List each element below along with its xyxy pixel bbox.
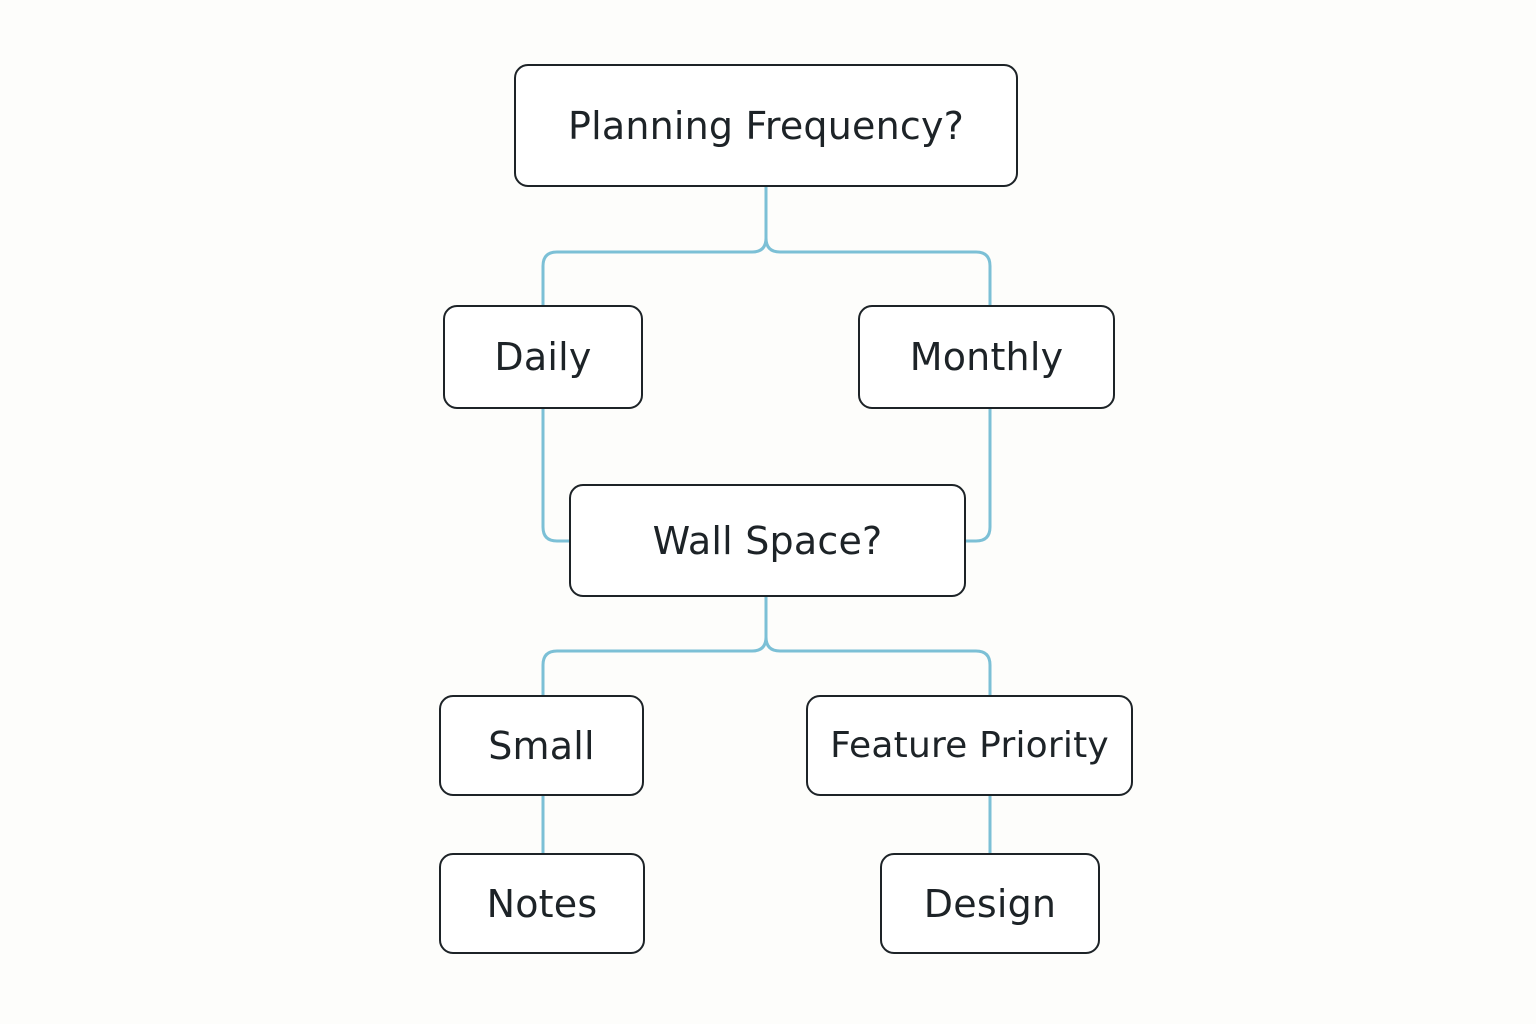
node-daily: Daily	[443, 305, 643, 409]
node-label: Daily	[494, 335, 592, 379]
edge-wall-space-feature-priority	[764, 595, 992, 697]
node-notes: Notes	[439, 853, 645, 954]
node-design: Design	[880, 853, 1100, 954]
node-monthly: Monthly	[858, 305, 1115, 409]
node-small: Small	[439, 695, 644, 796]
edge-daily-wall-space	[541, 407, 571, 543]
node-label: Planning Frequency?	[567, 103, 965, 148]
node-label: Notes	[486, 881, 598, 926]
node-feature-priority: Feature Priority	[806, 695, 1133, 796]
edge-wall-space-small	[541, 595, 768, 697]
node-label: Feature Priority	[830, 725, 1109, 766]
node-label: Small	[488, 723, 595, 768]
node-label: Wall Space?	[652, 518, 883, 563]
edge-root-monthly	[764, 185, 992, 307]
node-wall-space: Wall Space?	[569, 484, 966, 597]
node-planning-frequency: Planning Frequency?	[514, 64, 1018, 187]
node-label: Monthly	[909, 335, 1064, 379]
edge-monthly-wall-space	[964, 407, 992, 543]
edge-root-daily	[541, 185, 768, 307]
node-label: Design	[923, 881, 1057, 926]
